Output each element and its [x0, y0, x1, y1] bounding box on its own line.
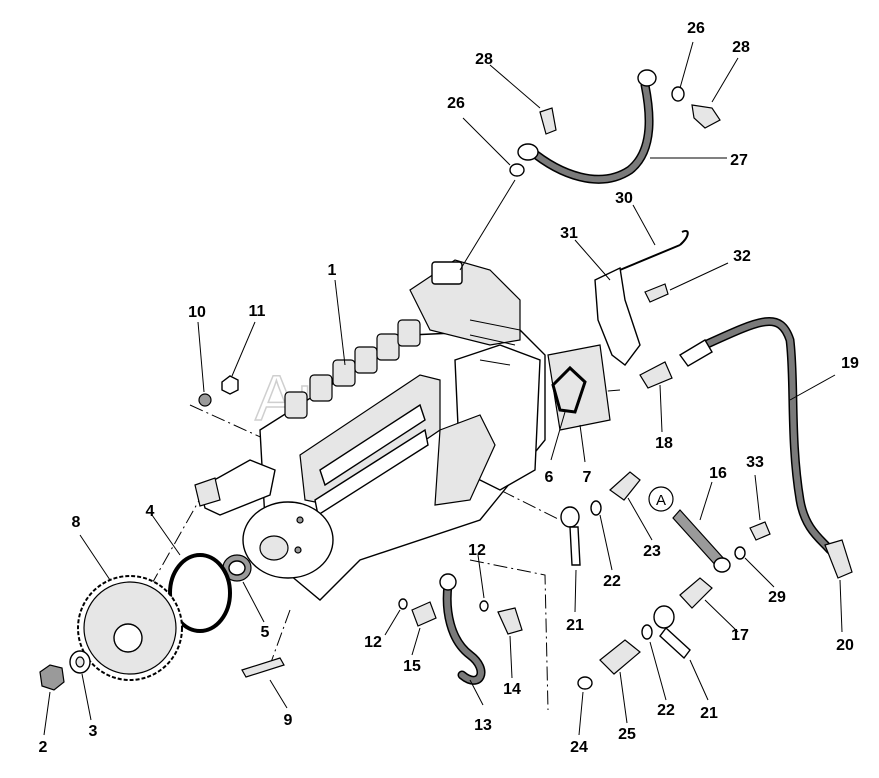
- callout-26b: 26: [687, 20, 705, 37]
- washer-12a: [398, 598, 408, 610]
- callout-21b: 21: [700, 705, 718, 722]
- callout-21a: 21: [566, 617, 584, 634]
- callout-4: 4: [146, 503, 155, 520]
- fitting-15: [411, 601, 437, 627]
- delivery-valve-holders: [284, 319, 421, 419]
- svg-text:A: A: [656, 492, 666, 509]
- return-pipe-13: [439, 573, 486, 685]
- callout-labels: 1 2 3 4 5 6 7 8 9 10 11 12 12 13 14 15 1…: [39, 20, 859, 756]
- drive-flange: [242, 501, 334, 579]
- cover-gasket: [551, 365, 587, 414]
- banjo-bolt-28b: [691, 104, 721, 129]
- callout-19: 19: [841, 355, 859, 372]
- stop-solenoid: [194, 459, 276, 516]
- gear-washer: [69, 650, 91, 674]
- callout-3: 3: [89, 723, 98, 740]
- cover-plate: [547, 344, 611, 431]
- leader-lines: [43, 41, 843, 736]
- callout-11: 11: [249, 303, 266, 320]
- overflow-valve-16: [672, 509, 731, 573]
- callout-22b: 22: [657, 702, 675, 719]
- banjo-bolt-23: [609, 471, 641, 501]
- callout-2: 2: [39, 739, 48, 756]
- callout-5: 5: [261, 624, 270, 641]
- callout-6: 6: [545, 469, 554, 486]
- callout-22a: 22: [603, 573, 621, 590]
- callout-14: 14: [503, 681, 521, 698]
- callout-26a: 26: [447, 95, 465, 112]
- callout-33: 33: [746, 454, 764, 471]
- gear-nut: [39, 664, 65, 691]
- oil-seal: [222, 554, 252, 582]
- detail-a-marker: A: [648, 486, 674, 512]
- callout-16: 16: [709, 465, 727, 482]
- hose-fitting-18: [639, 361, 673, 389]
- injection-pump-body: [259, 259, 546, 601]
- sealing-washer-26b: [671, 86, 685, 102]
- banjo-bolt-28a: [539, 107, 557, 135]
- washer-10: [198, 393, 212, 407]
- banjo-fitting-21a: [560, 506, 581, 566]
- callout-1: 1: [328, 262, 337, 279]
- callout-30: 30: [615, 190, 633, 207]
- callout-12a: 12: [364, 634, 382, 651]
- callout-23: 23: [643, 543, 661, 560]
- hose-fitting-20: [824, 539, 853, 579]
- callout-27: 27: [730, 152, 748, 169]
- callout-28b: 28: [732, 39, 750, 56]
- callout-25: 25: [618, 726, 636, 743]
- callout-20: 20: [836, 637, 854, 654]
- connector-25: [599, 639, 641, 675]
- sealing-washer-26a: [509, 163, 525, 177]
- callout-31: 31: [560, 225, 578, 242]
- washer-22b: [641, 624, 653, 640]
- overflow-hose: [517, 69, 657, 184]
- control-cable: [614, 230, 689, 273]
- callout-18: 18: [655, 435, 673, 452]
- callout-13: 13: [474, 717, 492, 734]
- mounting-bracket: [594, 266, 641, 366]
- callout-17: 17: [731, 627, 749, 644]
- bracket-bolt: [644, 283, 669, 303]
- washer-29: [734, 546, 746, 560]
- callout-8: 8: [72, 514, 81, 531]
- callout-28a: 28: [475, 51, 493, 68]
- banjo-fitting-21b: [653, 605, 691, 660]
- washer-22a: [590, 500, 602, 516]
- callout-7: 7: [583, 469, 592, 486]
- nut-11: [221, 375, 239, 395]
- callout-29: 29: [768, 589, 786, 606]
- callout-10: 10: [188, 304, 206, 321]
- callout-24: 24: [570, 739, 588, 756]
- fuel-supply-hose: [678, 317, 835, 555]
- washer-12b: [479, 600, 489, 612]
- stud: [241, 657, 285, 678]
- callout-9: 9: [284, 712, 293, 729]
- drive-gear: [77, 575, 183, 681]
- banjo-bolt-14: [497, 607, 523, 635]
- bolt-33: [749, 521, 771, 541]
- callout-32: 32: [733, 248, 751, 265]
- washer-24: [577, 676, 593, 690]
- callout-12b: 12: [468, 542, 486, 559]
- o-ring: [168, 553, 232, 633]
- callout-15: 15: [403, 658, 421, 675]
- union-17: [679, 577, 713, 609]
